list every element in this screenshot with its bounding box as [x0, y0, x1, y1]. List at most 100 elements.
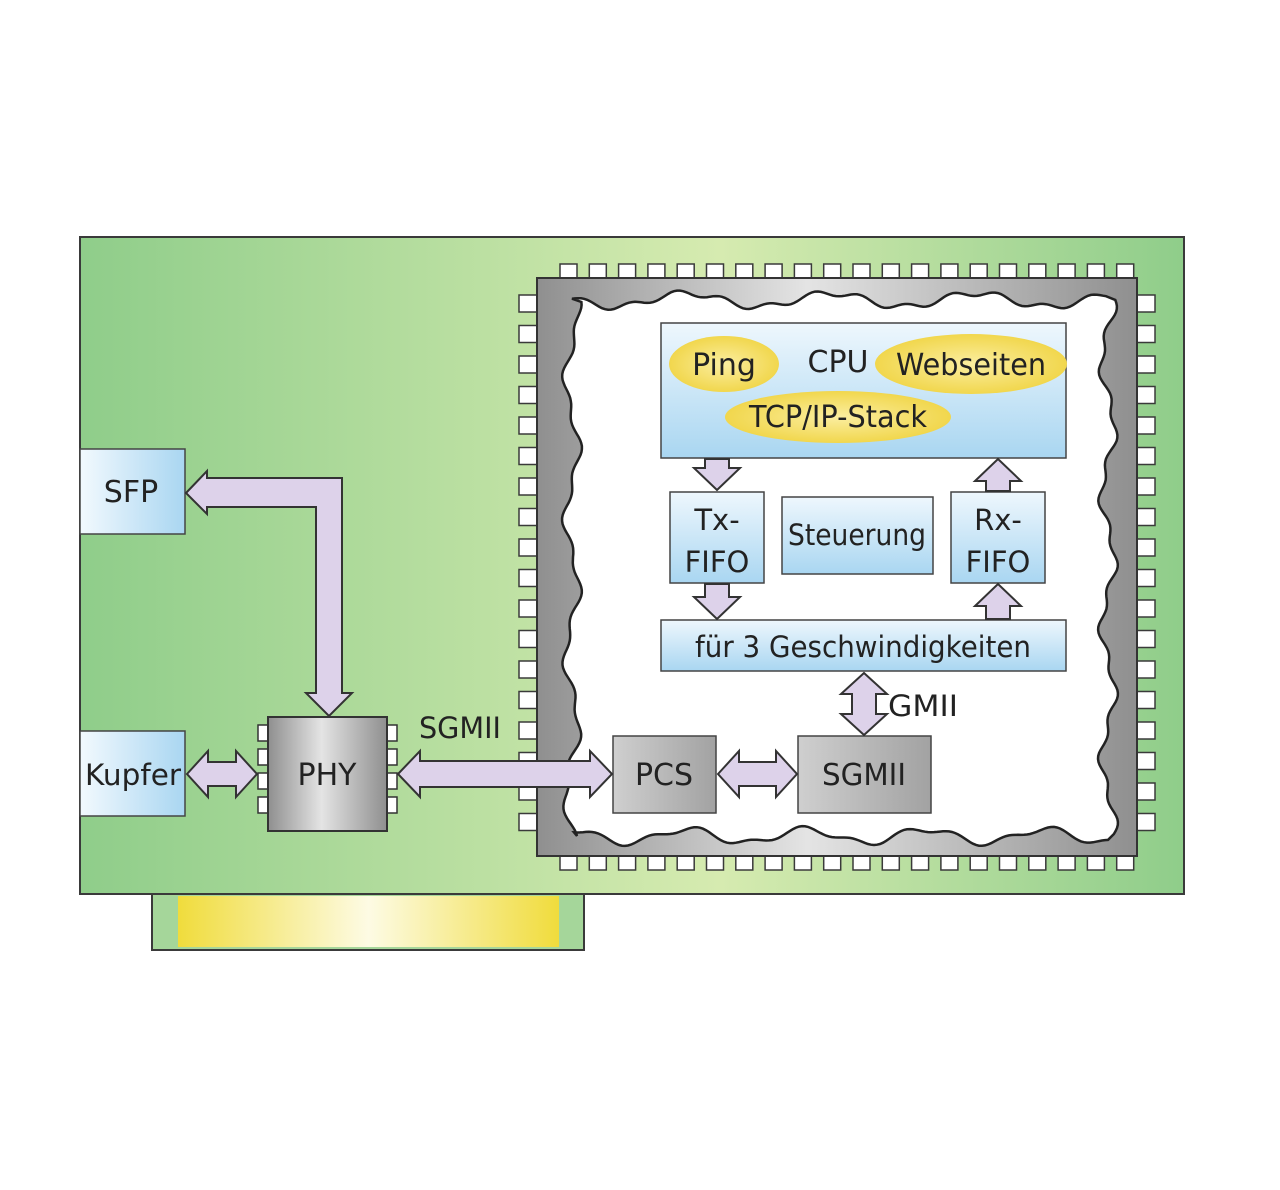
chip-pin — [676, 855, 695, 871]
speed-block — [660, 619, 1067, 672]
steuerung-label: Steuerung — [788, 518, 926, 552]
chip-pin — [1136, 812, 1156, 832]
chip-pin — [822, 263, 842, 279]
chip-pin — [1028, 263, 1047, 279]
arrow-gmii — [838, 671, 890, 737]
chip-pin — [647, 855, 666, 871]
arrow-cpu-tx-fifo — [691, 458, 743, 492]
kupfer-block — [79, 730, 186, 817]
chip-pin — [518, 812, 538, 832]
chip-pin — [764, 263, 783, 279]
sgmii-block-label: SGMII — [822, 758, 906, 793]
phy-label: PHY — [298, 758, 358, 793]
chip-pin — [793, 855, 813, 871]
chip-pin — [617, 855, 637, 871]
chip-pin — [1136, 477, 1156, 496]
chip-pin — [518, 416, 538, 435]
webseiten-label: Webseiten — [896, 348, 1046, 383]
chip-pin — [518, 477, 538, 496]
chip-pin — [1057, 263, 1076, 279]
chip-pin — [1028, 855, 1047, 871]
steuerung-block — [781, 496, 934, 575]
edge-connector-gold — [178, 896, 559, 947]
chip-pin — [1136, 507, 1156, 527]
sfp-block — [79, 448, 186, 535]
tx-fifo-label-line1: Tx- — [693, 503, 739, 537]
chip-pin — [881, 855, 901, 871]
chip-pin — [518, 355, 538, 374]
chip-pin — [910, 263, 930, 279]
sfp-label: SFP — [104, 475, 158, 510]
webseiten-ellipse — [875, 334, 1067, 394]
arrow-phy-pcs — [396, 748, 614, 800]
arrow-speed-rx-fifo — [972, 582, 1024, 620]
chip-pins — [518, 263, 1156, 871]
chip-pin — [518, 324, 538, 344]
arrow-rx-fifo-cpu — [972, 457, 1024, 492]
chip-pin — [1136, 782, 1156, 801]
rx-fifo-label-line2: FIFO — [966, 545, 1031, 579]
tx-fifo-label-line2: FIFO — [685, 545, 750, 579]
chip-pin — [518, 660, 538, 679]
chip-pin — [1136, 690, 1156, 710]
arrow-tx-fifo-speed — [691, 583, 743, 621]
chip-pin — [1136, 721, 1156, 740]
ping-label: Ping — [692, 348, 756, 383]
ping-ellipse — [669, 336, 779, 392]
chip-pin — [617, 263, 637, 279]
tcp-ip-stack-ellipse — [725, 391, 951, 443]
chip-pin — [1115, 263, 1135, 279]
chip-pin — [735, 263, 754, 279]
chip-pin — [705, 855, 725, 871]
chip-pin — [676, 263, 695, 279]
chip-pin — [518, 721, 538, 740]
chip-pin — [1136, 355, 1156, 374]
connection-arrows — [184, 457, 1024, 800]
chip-pin — [793, 263, 813, 279]
chip-pin — [764, 855, 783, 871]
arrow-kupfer-phy — [185, 748, 259, 800]
chip-pin — [518, 690, 538, 710]
gmii-label: GMII — [888, 689, 958, 723]
rx-fifo-label-line1: Rx- — [974, 503, 1022, 537]
chip-pin — [1136, 568, 1156, 588]
chip-pin — [1136, 416, 1156, 435]
chip-pin — [940, 263, 959, 279]
chip-pin — [518, 385, 538, 405]
chip-pin — [1136, 446, 1156, 466]
chip-pin — [705, 263, 725, 279]
chip-pin — [969, 855, 988, 871]
chip-pin — [518, 568, 538, 588]
chip-pin — [998, 263, 1018, 279]
cpu-label: CPU — [808, 345, 869, 380]
chip-pin — [735, 855, 754, 871]
chip-pin — [518, 599, 538, 618]
chip-pin — [647, 263, 666, 279]
sgmii-link-label: SGMII — [419, 711, 501, 745]
chip-pin — [559, 855, 578, 871]
chip-pin — [1057, 855, 1076, 871]
chip-pin — [1136, 599, 1156, 618]
kupfer-label: Kupfer — [85, 758, 181, 792]
chip-pin — [588, 855, 608, 871]
chip-pin — [518, 538, 538, 557]
chip-pin — [1136, 751, 1156, 771]
chip-pin — [852, 855, 871, 871]
chip-pin — [852, 263, 871, 279]
chip-pin — [518, 294, 538, 313]
phy-pins — [257, 724, 398, 814]
chip-pin — [822, 855, 842, 871]
tx-fifo-block — [669, 491, 765, 584]
chip-pin — [1136, 629, 1156, 649]
rx-fifo-block — [950, 491, 1046, 584]
chip-pin — [588, 263, 608, 279]
chip-pin — [1136, 294, 1156, 313]
chip-pin — [1086, 263, 1106, 279]
chip-pin — [518, 446, 538, 466]
chip-pin — [998, 855, 1018, 871]
chip-pin — [559, 263, 578, 279]
chip-pin — [1136, 660, 1156, 679]
chip-pin — [518, 629, 538, 649]
arrow-sfp-phy — [184, 468, 355, 718]
